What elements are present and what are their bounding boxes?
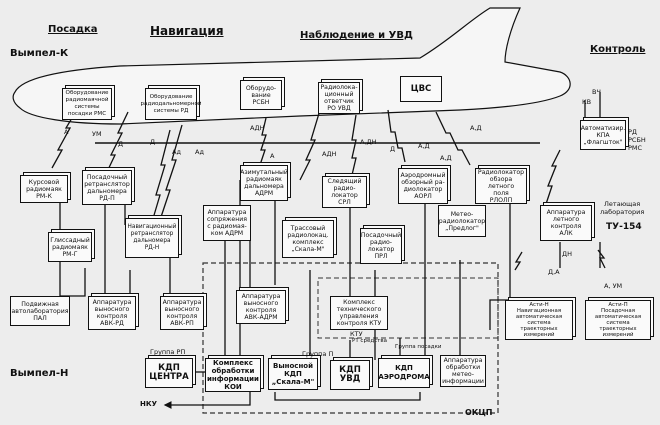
- link-label: А,ДН: [360, 138, 377, 146]
- box-cvs: ЦВС: [400, 76, 442, 102]
- box-kpa: Автоматизир. КПА „Флагшток": [580, 120, 626, 150]
- box-predlog: Метео- радиолокатор „Предлог": [438, 205, 486, 237]
- box-asti-n: Асти-Н Навигационная автоматическая сист…: [505, 300, 573, 340]
- link-label: А, УМ: [604, 282, 623, 290]
- box-rm-g: Глиссадный радиомаяк РМ-Г: [48, 232, 92, 262]
- link-label: А,Д: [470, 124, 482, 132]
- box-skala: Трассовый радиолокац. комплекс „Скала-М": [282, 220, 334, 258]
- group-label: Группа РП: [150, 348, 186, 356]
- box-rlolp: Радиолокатор обзора летного поля РЛОЛП: [475, 168, 527, 204]
- box-ro-uvd: Радиолока- ционный ответчик РО УВД: [318, 82, 360, 114]
- box-adrm: Азимутальный радиомаяк дальномера АДРМ: [240, 165, 288, 201]
- box-ktu: Комплекс технического управления контрол…: [330, 296, 388, 330]
- label-vympel-n: Вымпел-Н: [10, 368, 69, 379]
- link-label: РТ средства: [352, 338, 387, 344]
- box-rms-onboard: Оборудование радиомаячной системы посадк…: [62, 88, 112, 120]
- link-label: АДН: [250, 124, 265, 132]
- group-label: Группа посадки: [395, 344, 442, 350]
- link-label: УМ: [92, 130, 102, 138]
- box-avk-rd: Аппаратура выносного контроля АВК-РД: [88, 296, 136, 330]
- link-label: Д,А: [548, 268, 560, 276]
- link-label: РМС: [628, 144, 643, 152]
- link-label: АДН: [322, 150, 337, 158]
- box-kdp-aero: КДП АЭРОДРОМА: [378, 358, 430, 388]
- box-prl: Посадочный радио- локатор ПРЛ: [360, 228, 402, 264]
- link-label: ВЧ: [592, 88, 601, 96]
- link-label: КТУ: [350, 330, 363, 338]
- box-avk-rp: Аппаратура выносного контроля АВК-РП: [160, 296, 204, 330]
- link-label: Д: [390, 145, 396, 153]
- okcp-label: ОКЦП: [465, 408, 493, 417]
- box-kdp-center: КДП ЦЕНТРА: [145, 358, 193, 388]
- box-kdp-skala: Выносной КДП „Скала-М": [268, 358, 318, 390]
- link-label: А,Д: [418, 142, 430, 150]
- header-navigation: Навигация: [150, 24, 224, 38]
- box-koi: Комплекс обработки информации КОИ: [205, 358, 261, 392]
- box-srl: Следящий радио- локатор СРЛ: [322, 176, 367, 208]
- link-label: ДН: [562, 250, 572, 258]
- nku-label: НКУ: [140, 400, 157, 408]
- link-label: А: [64, 128, 69, 136]
- box-alk: Аппаратура летного контроля АЛК: [540, 205, 592, 241]
- header-posadka: Посадка: [48, 24, 98, 35]
- lab-label: Летающая лаборатория: [600, 200, 645, 216]
- link-label: А,Д: [440, 154, 452, 162]
- link-label: КВ: [582, 98, 592, 106]
- link-label: РД: [628, 128, 637, 136]
- link-label: Д: [150, 138, 156, 146]
- link-label: РСБН: [628, 136, 646, 144]
- box-adrm-sopr: Аппаратура сопряжения с радиомая- ком АД…: [203, 205, 251, 241]
- box-meteo: Аппаратура обработки метео- информации: [440, 355, 486, 387]
- box-kdp-uvd: КДП УВД: [330, 360, 370, 390]
- box-rd-n: Навигационный ретранслятор дальномера РД…: [125, 218, 179, 258]
- box-asti-p: Асти-П Посадочная автоматическая система…: [585, 300, 651, 340]
- link-label: Д: [118, 140, 124, 148]
- box-rsbn: Оборудо- вание РСБН: [240, 80, 282, 110]
- box-pal: Подвижная автолаборатория ПАЛ: [10, 296, 70, 326]
- tu154-label: ТУ-154: [606, 222, 642, 232]
- group-label: Группа П: [302, 350, 334, 358]
- box-aorl: Аэродромный обзорный ра- диолокатор АОРЛ: [398, 168, 448, 204]
- box-rm-k: Курсовой радиомаяк РМ-К: [20, 175, 68, 203]
- link-label: А: [270, 152, 275, 160]
- header-observation: Наблюдение и УВД: [300, 30, 413, 41]
- box-rd-onboard: Оборудование радиодальномерной системы Р…: [140, 88, 202, 120]
- label-vympel-k: Вымпел-К: [10, 48, 69, 59]
- link-label: Ад: [195, 148, 204, 156]
- header-control: Контроль: [590, 44, 646, 55]
- box-rd-p: Посадочный ретранслятор дальномера РД-П: [82, 170, 132, 205]
- box-avk-adrm: Аппаратура выносного контроля АВК-АДРМ: [236, 290, 286, 324]
- link-label: Ад: [172, 148, 181, 156]
